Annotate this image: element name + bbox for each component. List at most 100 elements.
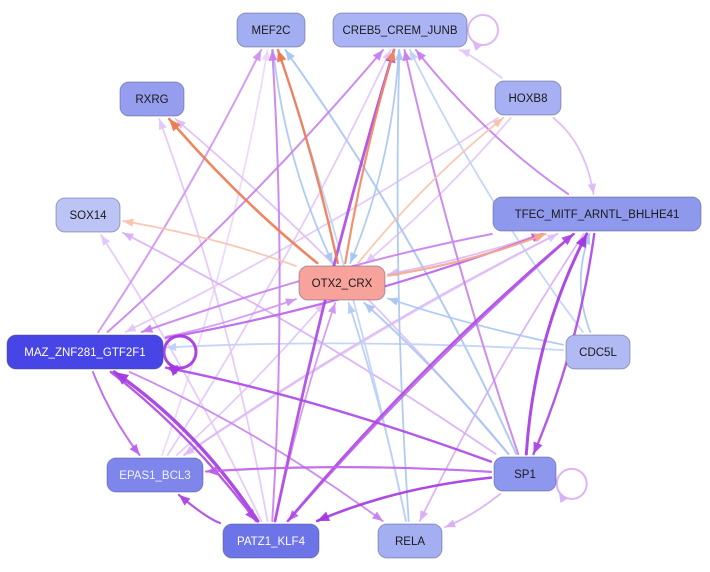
node-label: CREB5_CREM_JUNB	[342, 25, 457, 37]
graph-edge-MAZ_ZNF281_GTF2F1-CREB5_CREM_JUNB	[106, 49, 385, 333]
graph-edge-PATZ1_KLF4-RXRG	[158, 118, 269, 522]
node-box	[6, 334, 164, 370]
edge-arrowhead	[169, 119, 181, 132]
edge-arrowhead	[141, 324, 154, 333]
edge-arrowhead	[533, 441, 543, 454]
edge-arrowhead	[372, 50, 384, 61]
edge-arrowhead	[394, 50, 404, 61]
graph-edge-SP1-SOX14	[122, 231, 497, 455]
edge-arrowhead	[168, 362, 181, 377]
node-box	[494, 80, 562, 116]
graph-edge-loop-CREB5_CREM_JUNB	[467, 14, 499, 46]
node-box	[236, 12, 306, 48]
edge-arrowhead	[100, 235, 111, 246]
node-box	[493, 456, 557, 492]
edge-arrowhead	[402, 50, 412, 62]
node-label: PATZ1_KLF4	[237, 536, 306, 548]
graph-edge-PATZ1_KLF4-MEF2C	[271, 49, 281, 522]
graph-edge-EPAS1_BCL3-OTX2_CRX	[176, 302, 326, 456]
graph-node-RXRG[interactable]: RXRG	[119, 81, 185, 117]
graph-edge-SP1-CREB5_CREM_JUNB	[403, 49, 520, 455]
graph-edge-MAZ_ZNF281_GTF2F1-RELA	[128, 371, 384, 522]
edge-arrowhead	[252, 50, 262, 62]
edge-arrowhead	[409, 50, 419, 61]
edge-arrowhead	[125, 323, 137, 332]
edge-arrowhead	[178, 495, 191, 506]
graph-edge-OTX2_CRX-TFEC_MITF_ARNTL_BHLHE41	[386, 232, 547, 277]
graph-node-TFEC_MITF_ARNTL_BHLHE41[interactable]: TFEC_MITF_ARNTL_BHLHE41	[492, 196, 702, 232]
graph-node-SP1[interactable]: SP1	[493, 456, 557, 492]
graph-node-CREB5_CREM_JUNB[interactable]: CREB5_CREM_JUNB	[332, 12, 468, 48]
graph-edge-SP1-PATZ1_KLF4	[315, 476, 493, 523]
edge-arrowhead	[158, 119, 167, 130]
node-box	[377, 523, 443, 559]
graph-edge-OTX2_CRX-MEF2C	[276, 48, 339, 265]
node-label: MEF2C	[252, 25, 291, 37]
edge-arrowhead	[561, 234, 574, 246]
edge-arrowhead	[459, 49, 471, 58]
edge-arrowhead	[419, 510, 429, 521]
edge-arrowhead	[386, 50, 396, 62]
graph-edge-EPAS1_BCL3-MEF2C	[161, 49, 269, 456]
edge-arrowhead	[533, 233, 546, 243]
graph-edge-SP1-MEF2C	[284, 49, 518, 455]
edge-arrowhead	[388, 297, 399, 306]
edge-arrowhead	[324, 252, 333, 263]
node-box	[492, 196, 702, 232]
node-label: HOXB8	[509, 93, 548, 105]
graph-edge-TFEC_MITF_ARNTL_BHLHE41-PATZ1_KLF4	[287, 233, 576, 522]
graph-node-MEF2C[interactable]: MEF2C	[236, 12, 306, 48]
edge-arrowhead	[445, 519, 456, 528]
graph-edge-HOXB8-MAZ_ZNF281_GTF2F1	[124, 117, 499, 333]
edge-arrowhead	[129, 443, 140, 455]
graph-edge-MAZ_ZNF281_GTF2F1-MEF2C	[97, 49, 263, 333]
edge-arrowhead	[317, 511, 331, 521]
node-box	[119, 81, 185, 117]
edge-arrowhead	[347, 303, 356, 314]
node-box	[222, 523, 320, 559]
edge-arrowhead	[245, 508, 257, 521]
edge-arrowhead	[175, 119, 186, 129]
edge-arrowhead	[415, 50, 426, 62]
graph-node-CDC5L[interactable]: CDC5L	[565, 334, 631, 370]
graph-node-PATZ1_KLF4[interactable]: PATZ1_KLF4	[222, 523, 320, 559]
edge-arrowhead	[372, 511, 383, 521]
graph-node-HOXB8[interactable]: HOXB8	[494, 80, 562, 116]
graph-edge-loop-MAZ_ZNF281_GTF2F1	[162, 334, 198, 370]
graph-edge-OTX2_CRX-RXRG	[167, 117, 319, 265]
graph-node-MAZ_ZNF281_GTF2F1[interactable]: MAZ_ZNF281_GTF2F1	[6, 334, 164, 370]
graph-edge-MEF2C-OTX2_CRX	[272, 49, 334, 264]
node-box	[565, 334, 631, 370]
node-box	[106, 457, 204, 493]
edge-arrowhead	[285, 298, 296, 307]
graph-edge-CDC5L-MAZ_ZNF281_GTF2F1	[165, 342, 564, 351]
graph-edge-MAZ_ZNF281_GTF2F1-OTX2_CRX	[165, 298, 297, 338]
node-label: EPAS1_BCL3	[119, 470, 190, 482]
graph-edge-OTX2_CRX-SOX14	[122, 220, 297, 267]
graph-edge-HOXB8-TFEC_MITF_ARNTL_BHLHE41	[552, 117, 595, 195]
edge-arrowhead	[261, 50, 271, 61]
graph-edge-CDC5L-TFEC_MITF_ARNTL_BHLHE41	[579, 233, 592, 333]
graph-node-OTX2_CRX[interactable]: OTX2_CRX	[298, 265, 386, 301]
graph-edge-PATZ1_KLF4-SOX14	[100, 234, 263, 522]
edge-arrowhead	[123, 232, 134, 242]
edge-arrowhead	[314, 303, 325, 314]
node-label: SP1	[514, 469, 536, 481]
edge-arrowhead	[114, 372, 130, 385]
graph-edge-SP1-OTX2_CRX	[363, 302, 510, 455]
edge-arrowhead	[277, 50, 287, 63]
graph-node-RELA[interactable]: RELA	[377, 523, 443, 559]
edge-arrowhead	[123, 218, 134, 227]
graph-edge-OTX2_CRX-CREB5_CREM_JUNB	[344, 48, 396, 265]
graph-node-SOX14[interactable]: SOX14	[55, 197, 121, 233]
graph-edge-TFEC_MITF_ARNTL_BHLHE41-EPAS1_BCL3	[183, 233, 558, 456]
node-box	[298, 265, 386, 301]
graph-edge-PATZ1_KLF4-MAZ_ZNF281_GTF2F1	[112, 370, 260, 523]
edge-arrowhead	[206, 466, 218, 476]
edge-arrowhead	[587, 183, 597, 194]
edge-arrowhead	[184, 445, 195, 455]
graph-node-EPAS1_BCL3[interactable]: EPAS1_BCL3	[106, 457, 204, 493]
graph-edge-CREB5_CREM_JUNB-OTX2_CRX	[349, 49, 400, 264]
